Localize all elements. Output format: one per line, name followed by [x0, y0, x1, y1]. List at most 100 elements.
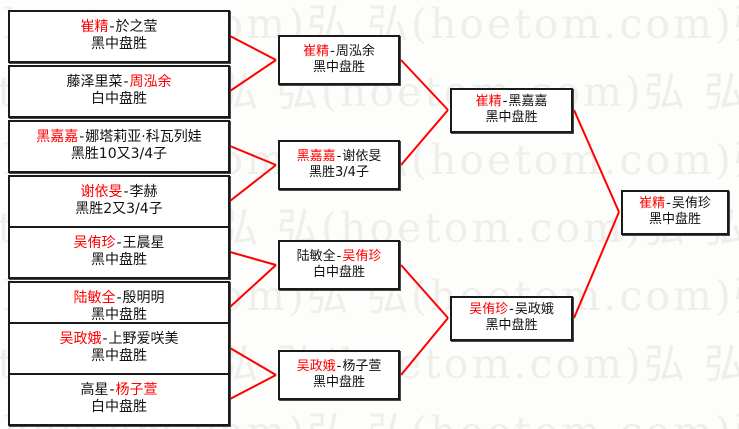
vs-separator: -: [509, 302, 514, 318]
player-right: 周泓余: [335, 43, 375, 59]
player-left: 黑嘉嘉: [36, 129, 79, 146]
vs-separator: -: [336, 148, 342, 164]
match-box-round-2-3[interactable]: 陆敏全-吴侑珍白中盘胜: [278, 240, 400, 290]
match-result: 黑中盘胜: [91, 307, 147, 323]
player-right: 上野爱咲美: [108, 331, 179, 348]
player-right: 谢依旻: [342, 148, 382, 164]
player-right: 於之莹: [115, 19, 158, 36]
connector-line: [400, 317, 449, 376]
player-right: 娜塔莉亚·科瓦列娃: [85, 129, 202, 146]
match-pairing: 谢依旻-李赫: [80, 184, 158, 201]
connector-line: [400, 59, 449, 111]
match-result: 黑中盘胜: [91, 36, 147, 52]
connector-line: [229, 35, 277, 61]
match-pairing: 吴政娥-杨子萱: [296, 358, 382, 375]
match-pairing: 崔精-周泓余: [303, 43, 375, 60]
vs-separator: -: [79, 129, 85, 146]
player-right: 吴侑珍: [671, 196, 711, 212]
match-pairing: 黑嘉嘉-娜塔莉亚·科瓦列娃: [36, 129, 202, 146]
connector-line: [229, 59, 277, 92]
match-box-round-2-2[interactable]: 黑嘉嘉-谢依旻黑胜3/4子: [278, 140, 400, 190]
match-box-round-1-7[interactable]: 吴政娥-上野爱咲美黑中盘胜: [8, 322, 230, 375]
match-pairing: 崔精-黑嘉嘉: [476, 95, 548, 110]
connector-line: [229, 145, 277, 166]
match-box-final-1[interactable]: 崔精-吴侑珍黑中盘胜: [621, 190, 729, 235]
match-box-round-1-3[interactable]: 黑嘉嘉-娜塔莉亚·科瓦列娃黑胜10又3/4子: [8, 120, 230, 173]
player-right: 殷明明: [122, 290, 165, 307]
player-left: 崔精: [80, 19, 109, 36]
match-result: 黑胜10又3/4子: [70, 146, 168, 162]
player-left: 崔精: [475, 94, 502, 110]
player-right: 吴政娥: [514, 302, 554, 318]
vs-separator: -: [116, 235, 122, 252]
player-left: 高星: [80, 382, 109, 399]
player-right: 杨子萱: [115, 382, 158, 399]
match-box-round-2-1[interactable]: 崔精-周泓余黑中盘胜: [278, 35, 400, 85]
match-result: 白中盘胜: [91, 91, 147, 107]
match-pairing: 吴政娥-上野爱咲美: [59, 331, 179, 348]
player-left: 谢依旻: [80, 184, 123, 201]
player-left: 吴政娥: [59, 331, 102, 348]
match-result: 黑中盘胜: [485, 110, 538, 125]
vs-separator: -: [502, 94, 508, 110]
player-right: 吴侑珍: [342, 248, 382, 264]
match-result: 黑中盘胜: [485, 318, 538, 333]
connector-line: [229, 251, 277, 266]
match-pairing: 黑嘉嘉-谢依旻: [296, 148, 382, 165]
vs-separator: -: [102, 331, 108, 348]
player-left: 崔精: [303, 43, 330, 59]
vs-separator: -: [123, 74, 129, 91]
player-left: 吴侑珍: [73, 235, 116, 252]
player-left: 崔精: [639, 196, 666, 212]
match-box-round-1-4[interactable]: 谢依旻-李赫黑胜2又3/4子: [8, 175, 230, 228]
player-left: 藤泽里菜: [66, 74, 123, 91]
vs-separator: -: [116, 290, 122, 307]
connector-line: [400, 264, 449, 319]
match-box-round-1-1[interactable]: 崔精-於之莹黑中盘胜: [8, 10, 230, 63]
match-pairing: 陆敏全-吴侑珍: [296, 248, 382, 265]
match-pairing: 高星-杨子萱: [80, 382, 158, 399]
match-pairing: 藤泽里菜-周泓余: [66, 74, 172, 91]
vs-separator: -: [336, 248, 342, 264]
player-left: 吴侑珍: [469, 302, 509, 318]
match-pairing: 崔精-吴侑珍: [639, 197, 711, 212]
player-right: 李赫: [129, 184, 158, 201]
match-box-semifinal-2[interactable]: 吴侑珍-吴政娥黑中盘胜: [450, 296, 573, 341]
match-result: 黑中盘胜: [312, 59, 365, 75]
match-box-semifinal-1[interactable]: 崔精-黑嘉嘉黑中盘胜: [450, 88, 573, 133]
match-result: 黑胜3/4子: [309, 164, 369, 180]
player-right: 杨子萱: [342, 358, 382, 374]
player-left: 黑嘉嘉: [296, 148, 336, 164]
connector-line: [229, 374, 277, 400]
player-right: 王晨星: [122, 235, 165, 252]
connector-line: [573, 211, 620, 319]
match-box-round-1-8[interactable]: 高星-杨子萱白中盘胜: [8, 373, 230, 426]
match-pairing: 崔精-於之莹: [80, 19, 158, 36]
connector-line: [573, 109, 620, 213]
match-result: 黑中盘胜: [312, 374, 365, 390]
match-pairing: 吴侑珍-王晨星: [73, 235, 165, 252]
match-box-round-1-2[interactable]: 藤泽里菜-周泓余白中盘胜: [8, 65, 230, 118]
player-left: 陆敏全: [73, 290, 116, 307]
connector-line: [229, 164, 277, 202]
match-box-round-2-4[interactable]: 吴政娥-杨子萱黑中盘胜: [278, 350, 400, 400]
connector-line: [229, 347, 277, 376]
player-left: 陆敏全: [296, 248, 336, 264]
match-pairing: 陆敏全-殷明明: [73, 290, 165, 307]
vs-separator: -: [666, 196, 671, 212]
connector-line: [229, 264, 277, 308]
player-right: 黑嘉嘉: [508, 94, 548, 110]
player-right: 周泓余: [129, 74, 172, 91]
vs-separator: -: [109, 382, 115, 399]
match-result: 白中盘胜: [91, 399, 147, 415]
vs-separator: -: [330, 43, 335, 59]
connector-line: [400, 109, 449, 166]
match-result: 黑中盘胜: [648, 212, 701, 227]
match-pairing: 吴侑珍-吴政娥: [469, 303, 554, 318]
player-left: 吴政娥: [296, 358, 336, 374]
match-result: 黑胜2又3/4子: [75, 201, 163, 217]
match-result: 白中盘胜: [312, 264, 365, 280]
match-box-round-1-5[interactable]: 吴侑珍-王晨星黑中盘胜: [8, 226, 230, 279]
match-result: 黑中盘胜: [91, 348, 147, 364]
